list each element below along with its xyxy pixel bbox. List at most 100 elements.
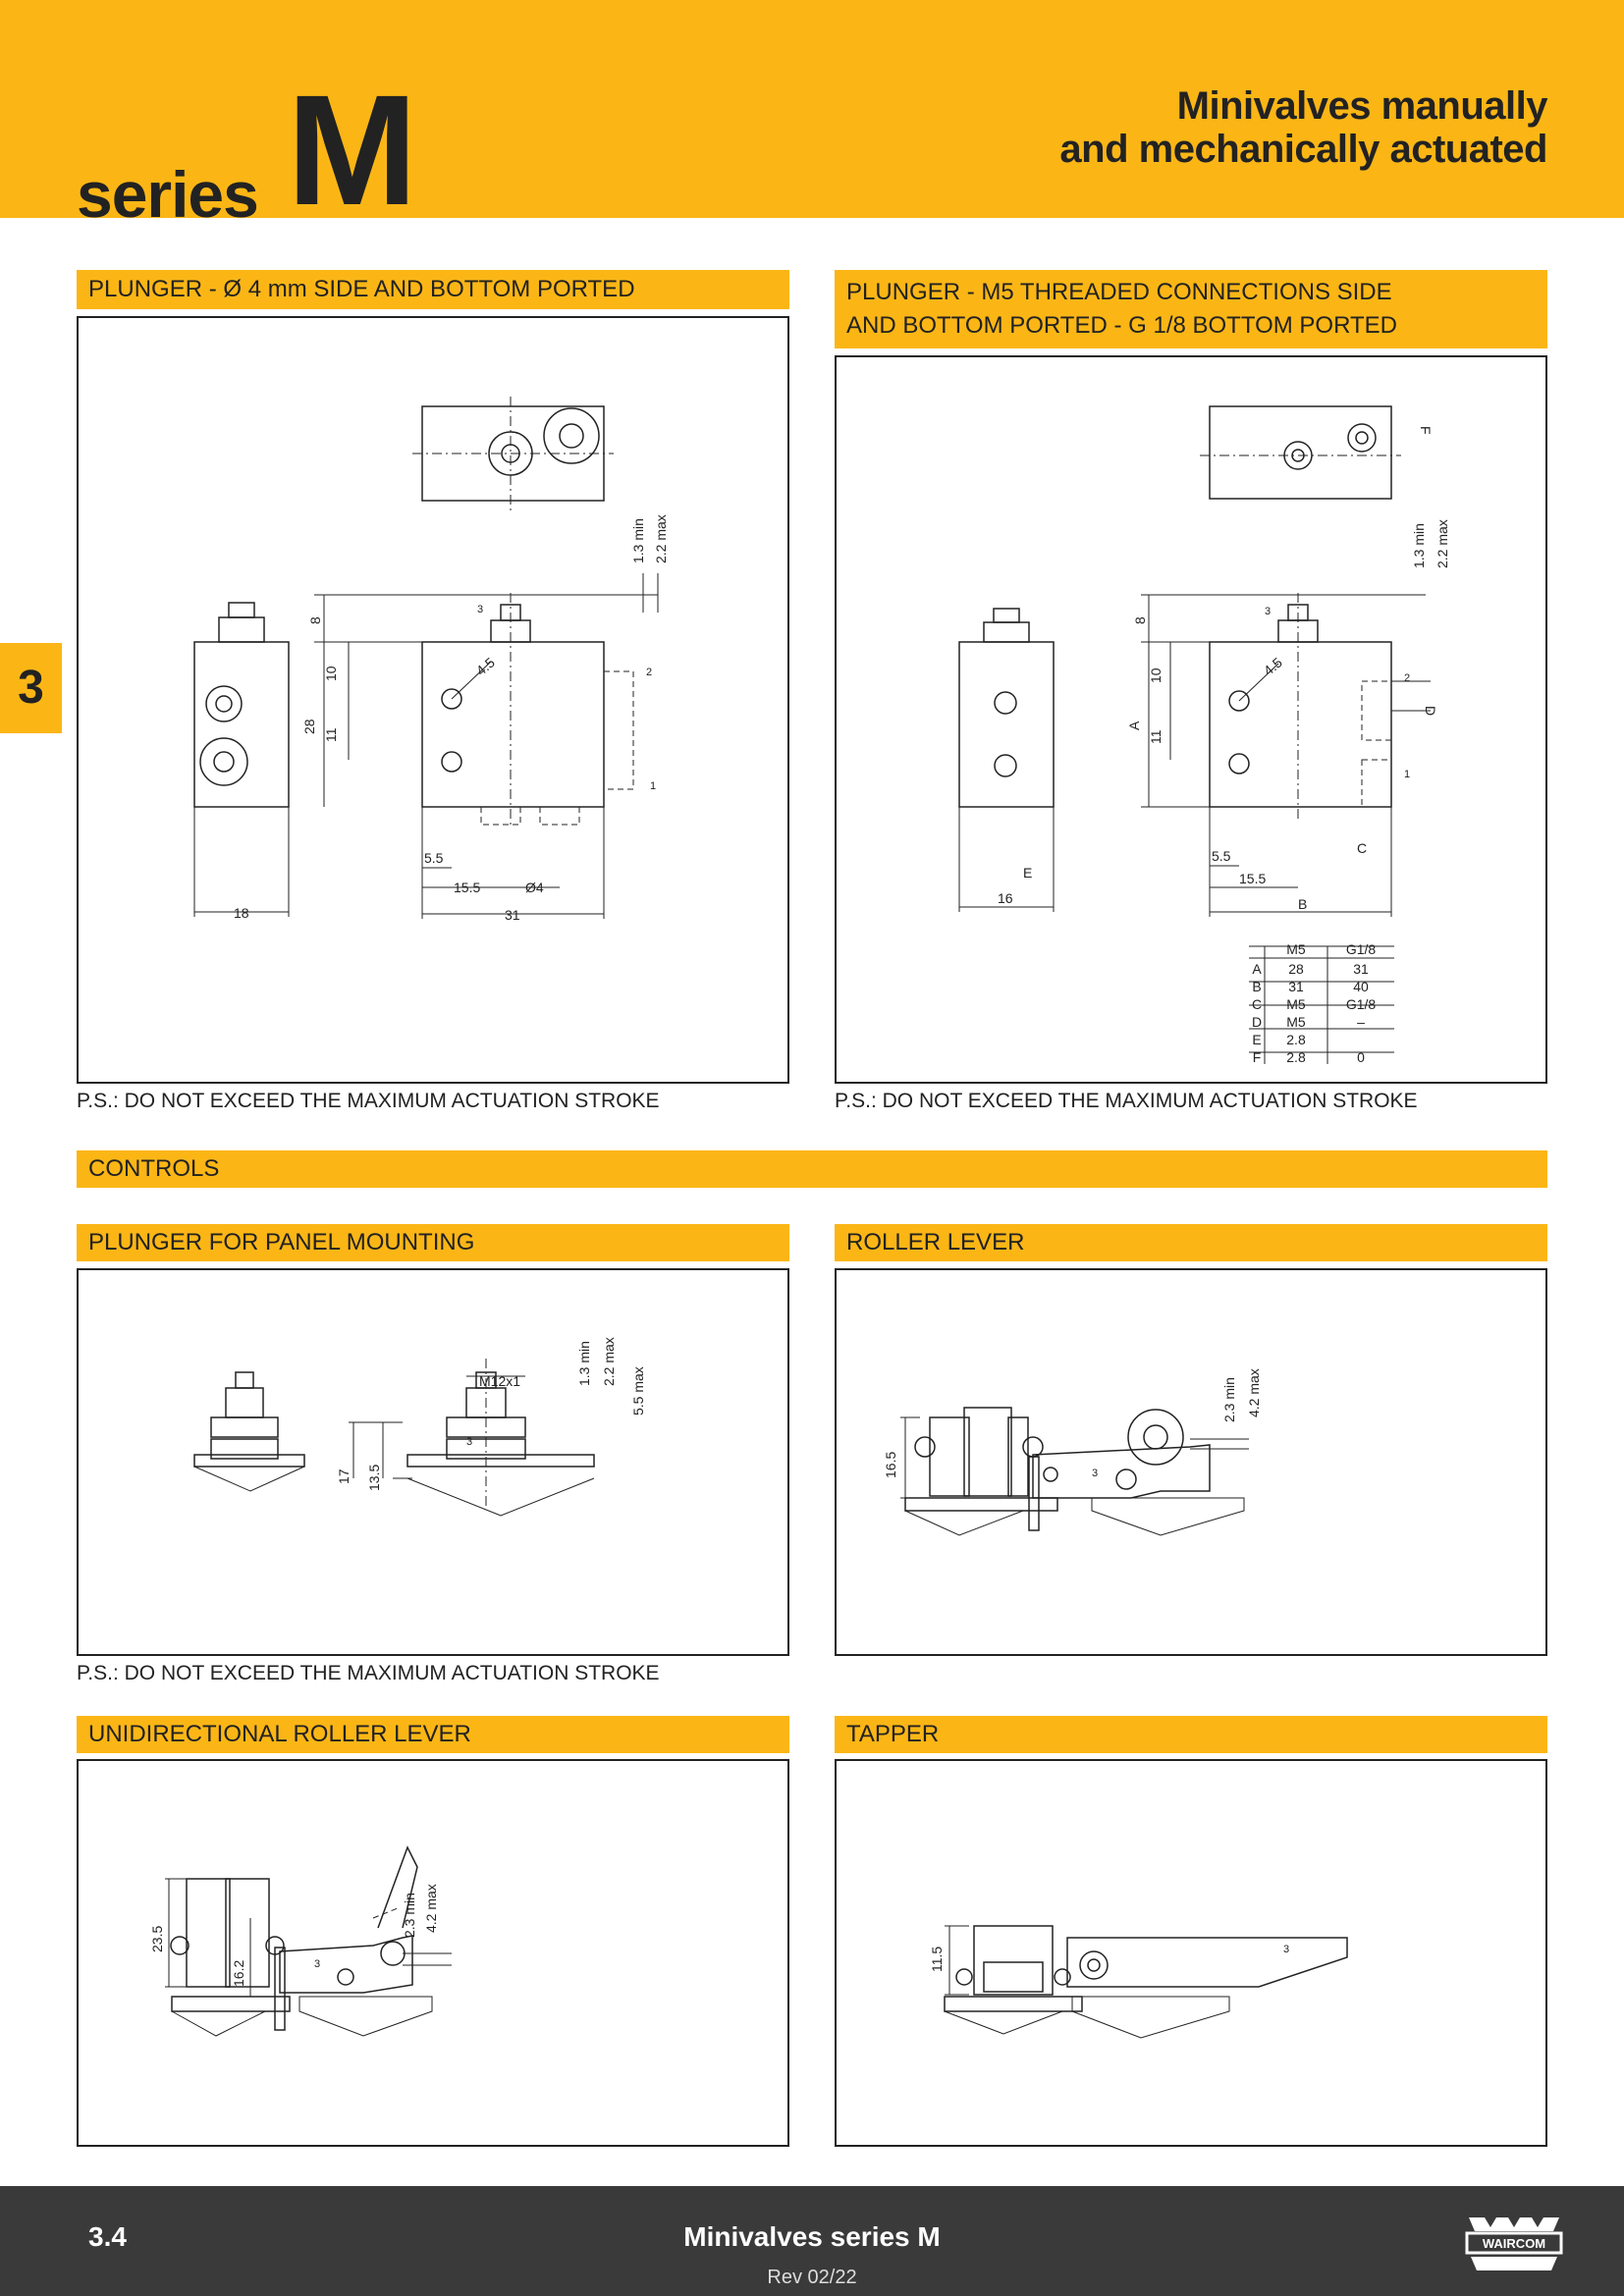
m5-port-1: 1 xyxy=(1404,769,1410,780)
dim-1-3-min: 1.3 min xyxy=(630,518,646,563)
tapper-drawing: 11.5 3 xyxy=(835,1759,1547,2147)
table-cell: M5 xyxy=(1286,1014,1306,1030)
table-cell: B xyxy=(1252,979,1261,994)
m5-dim-16: 16 xyxy=(998,890,1013,906)
plunger-4mm-title: PLUNGER - Ø 4 mm SIDE AND BOTTOM PORTED xyxy=(77,270,789,309)
m5-dim-d: D xyxy=(1423,706,1438,716)
pm-dim-13-5: 13.5 xyxy=(366,1465,382,1491)
dim-5-5: 5.5 xyxy=(424,850,444,866)
pm-port-3: 3 xyxy=(466,1436,472,1448)
plunger-4mm-note: P.S.: DO NOT EXCEED THE MAXIMUM ACTUATIO… xyxy=(77,1090,660,1112)
dim-10: 10 xyxy=(323,666,339,681)
dim-11: 11 xyxy=(323,727,339,742)
table-cell: M5 xyxy=(1286,996,1306,1012)
plunger-m5-title: PLUNGER - M5 THREADED CONNECTIONS SIDE A… xyxy=(835,270,1547,348)
m5-dim-11: 11 xyxy=(1148,729,1164,744)
pm-dim-2-2-max: 2.2 max xyxy=(601,1337,617,1386)
pm-dim-1-3-min: 1.3 min xyxy=(576,1341,592,1386)
page-number: 3.4 xyxy=(88,2221,127,2252)
tp-dim-11-5: 11.5 xyxy=(929,1947,945,1972)
m5-dim-8: 8 xyxy=(1132,616,1148,624)
roller-lever-drawing: 2.3 min 4.2 max 16.5 3 xyxy=(835,1268,1547,1656)
m5-dim-5-5: 5.5 xyxy=(1212,848,1231,864)
m5-dim-e: E xyxy=(1023,865,1032,881)
table-cell: 0 xyxy=(1357,1049,1365,1065)
table-cell: E xyxy=(1252,1032,1261,1047)
plunger-m5-diagram: 8 10 11 A 4.5 D F 5.5 15.5 C E 16 B 1.3 … xyxy=(958,405,1450,1065)
dim-18: 18 xyxy=(234,905,249,921)
m5-dim-2-2-max: 2.2 max xyxy=(1435,519,1450,568)
table-cell: G1/8 xyxy=(1346,996,1377,1012)
dim-31: 31 xyxy=(505,907,520,923)
table-cell: C xyxy=(1252,996,1262,1012)
m5-port-3: 3 xyxy=(1265,606,1271,617)
plunger-m5-drawing: 8 10 11 A 4.5 D F 5.5 15.5 C E 16 B 1.3 … xyxy=(835,355,1547,1084)
tp-port-3: 3 xyxy=(1283,1944,1289,1955)
plunger-4mm-diagram: 8 10 11 28 4.5 5.5 15.5 Ø4 18 31 1.3 min… xyxy=(193,397,669,923)
table-cell: 2.8 xyxy=(1286,1049,1306,1065)
roller-lever-diagram: 2.3 min 4.2 max 16.5 3 xyxy=(883,1368,1262,1536)
pm-dim-17: 17 xyxy=(336,1468,352,1484)
panel-mounting-note: P.S.: DO NOT EXCEED THE MAXIMUM ACTUATIO… xyxy=(77,1662,660,1684)
table-header: M5 xyxy=(1286,941,1306,957)
series-letter: M xyxy=(287,77,414,218)
m5-dim-10: 10 xyxy=(1148,667,1164,683)
unidirectional-drawing: 23.5 16.2 2.3 min 4.2 max 3 xyxy=(77,1759,789,2147)
panel-mounting-drawing: M12x1 1.3 min 2.2 max 5.5 max 17 13.5 3 xyxy=(77,1268,789,1656)
tapper-title-text: TAPPER xyxy=(846,1721,940,1747)
ur-dim-2-3-min: 2.3 min xyxy=(402,1893,417,1938)
table-cell: 31 xyxy=(1288,979,1304,994)
table-cell: 31 xyxy=(1353,961,1369,977)
dim-28: 28 xyxy=(301,719,317,734)
unidirectional-title: UNIDIRECTIONAL ROLLER LEVER xyxy=(77,1716,789,1753)
ur-port-3: 3 xyxy=(314,1958,320,1970)
logo-text: WAIRCOM xyxy=(1483,2236,1545,2251)
pm-dim-m12x1: M12x1 xyxy=(479,1373,520,1389)
dim-8: 8 xyxy=(307,616,323,624)
m5-dim-a: A xyxy=(1126,721,1142,730)
table-header: G1/8 xyxy=(1346,941,1377,957)
roller-lever-title-text: ROLLER LEVER xyxy=(846,1229,1025,1255)
page-title-line1: Minivalves manually xyxy=(1176,84,1548,128)
rl-port-3: 3 xyxy=(1092,1468,1098,1479)
footer-title: Minivalves series M xyxy=(683,2221,941,2252)
roller-lever-title: ROLLER LEVER xyxy=(835,1224,1547,1261)
plunger-m5-note: P.S.: DO NOT EXCEED THE MAXIMUM ACTUATIO… xyxy=(835,1090,1418,1112)
controls-title-text: CONTROLS xyxy=(88,1155,220,1182)
series-word: series xyxy=(77,158,259,231)
m5-port-2: 2 xyxy=(1404,672,1410,684)
table-cell: 40 xyxy=(1353,979,1369,994)
panel-mounting-diagram: M12x1 1.3 min 2.2 max 5.5 max 17 13.5 3 xyxy=(193,1337,646,1517)
table-cell: 2.8 xyxy=(1286,1032,1306,1047)
rl-dim-2-3-min: 2.3 min xyxy=(1221,1377,1237,1422)
table-cell: F xyxy=(1253,1049,1262,1065)
m5-dim-1-3-min: 1.3 min xyxy=(1411,523,1427,568)
m5-dim-c: C xyxy=(1357,840,1367,856)
plunger-m5-title-line1: PLUNGER - M5 THREADED CONNECTIONS SIDE xyxy=(846,279,1392,305)
unidirectional-title-text: UNIDIRECTIONAL ROLLER LEVER xyxy=(88,1721,471,1747)
plunger-m5-title-line2: AND BOTTOM PORTED - G 1/8 BOTTOM PORTED xyxy=(846,312,1397,339)
section-tab: 3 xyxy=(0,643,62,733)
unidirectional-diagram: 23.5 16.2 2.3 min 4.2 max 3 xyxy=(149,1845,452,2037)
ur-dim-16-2: 16.2 xyxy=(231,1960,246,1987)
ur-dim-4-2-max: 4.2 max xyxy=(423,1884,439,1933)
m5-dim-4-5: 4.5 xyxy=(1261,654,1285,678)
port-3: 3 xyxy=(477,604,483,615)
table-cell: – xyxy=(1357,1014,1365,1030)
dim-d4: Ø4 xyxy=(525,880,544,895)
waircom-logo: WAIRCOM xyxy=(1465,2217,1563,2270)
pm-dim-5-5-max: 5.5 max xyxy=(630,1366,646,1415)
port-2: 2 xyxy=(646,667,652,678)
panel-mounting-title: PLUNGER FOR PANEL MOUNTING xyxy=(77,1224,789,1261)
table-cell: 28 xyxy=(1288,961,1304,977)
panel-mounting-title-text: PLUNGER FOR PANEL MOUNTING xyxy=(88,1229,475,1255)
plunger-4mm-title-text: PLUNGER - Ø 4 mm SIDE AND BOTTOM PORTED xyxy=(88,276,635,302)
m5-dim-15-5: 15.5 xyxy=(1239,871,1266,886)
tapper-diagram: 11.5 3 xyxy=(929,1925,1348,2039)
page-header: series M Minivalves manually and mechani… xyxy=(0,0,1624,231)
m5-dim-f: F xyxy=(1418,426,1434,435)
table-cell: D xyxy=(1252,1014,1262,1030)
m5-dim-b: B xyxy=(1298,896,1307,912)
footer-revision: Rev 02/22 xyxy=(767,2267,857,2288)
